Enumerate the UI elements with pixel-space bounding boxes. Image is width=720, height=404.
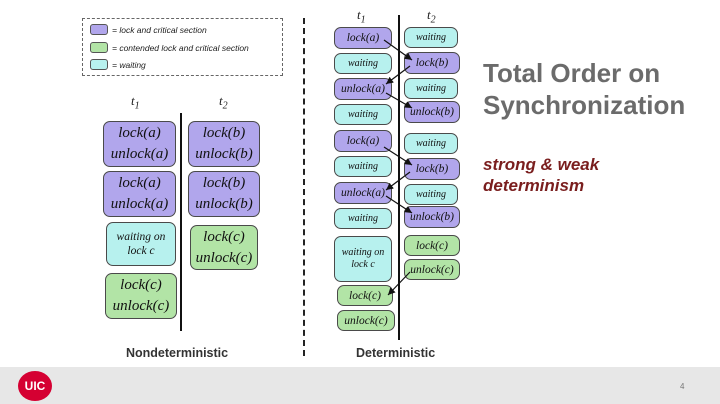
box-line: waiting on xyxy=(116,231,166,243)
nondet-t2-box: lock(b) unlock(b) xyxy=(188,121,260,167)
box-line: unlock(a) xyxy=(110,146,169,162)
slide-subtitle: strong & weak determinism xyxy=(483,154,599,196)
det-t1-box: waiting on lock c xyxy=(334,236,392,282)
arrow-unlock-a-to-unlock-b xyxy=(385,92,413,109)
box-line: lock(b) xyxy=(202,125,246,141)
det-t1-label: t1 xyxy=(357,7,366,26)
det-t1-box: lock(a) xyxy=(334,130,392,152)
slide-subtitle-line-2: determinism xyxy=(483,176,585,195)
det-t1-box: waiting xyxy=(334,156,392,177)
slide-title-line-2: Synchronization xyxy=(483,90,686,120)
page-number: 4 xyxy=(680,382,685,391)
det-t2-box: lock(b) xyxy=(404,52,460,74)
nondet-t1-box: lock(a) unlock(a) xyxy=(103,171,176,217)
legend-label-lock: = lock and critical section xyxy=(112,24,207,35)
legend-swatch-lock xyxy=(90,24,108,35)
arrow-lock-a-to-lock-b-2 xyxy=(383,146,413,166)
box-line: lock(b) xyxy=(202,175,246,191)
legend-label-contended: = contended lock and critical section xyxy=(112,42,249,53)
box-line: lock(a) xyxy=(118,125,161,141)
det-t2-box: waiting xyxy=(404,133,458,154)
det-t1-box: waiting xyxy=(334,53,392,74)
arrow-lock-a-to-lock-b xyxy=(383,39,413,61)
det-t2-box: waiting xyxy=(404,184,458,205)
box-line: lock(c) xyxy=(120,277,162,293)
det-t2-box: lock(c) xyxy=(404,235,460,256)
legend: = lock and critical section = contended … xyxy=(82,18,283,76)
det-t2-box: waiting xyxy=(404,78,458,99)
nondet-t2-label: t2 xyxy=(219,93,228,112)
arrow-lock-b-to-unlock-a xyxy=(385,65,411,85)
arrow-lock-b-to-unlock-a-2 xyxy=(385,171,411,191)
nondet-thread-divider xyxy=(180,113,182,331)
nondet-t2-box: lock(c) unlock(c) xyxy=(190,225,258,270)
footer-bar xyxy=(0,367,720,404)
det-t2-box: waiting xyxy=(404,27,458,48)
legend-row-waiting: = waiting xyxy=(90,59,146,70)
det-t2-box: lock(b) xyxy=(404,158,460,180)
det-t1-box: unlock(a) xyxy=(334,78,392,100)
slide-title-line-1: Total Order on xyxy=(483,58,661,88)
box-line: lock(a) xyxy=(118,175,161,191)
box-line: unlock(b) xyxy=(195,146,253,162)
box-line: unlock(b) xyxy=(195,196,253,212)
arrow-unlock-a-to-unlock-b-2 xyxy=(385,195,413,214)
nondet-t1-box: waiting on lock c xyxy=(106,222,176,266)
box-line: unlock(c) xyxy=(195,249,253,266)
section-separator xyxy=(303,18,305,356)
det-t1-box: unlock(a) xyxy=(334,182,392,204)
box-line: lock(c) xyxy=(203,228,245,245)
slide-title: Total Order on Synchronization xyxy=(483,57,685,121)
nondet-t2-box: lock(b) unlock(b) xyxy=(188,171,260,217)
det-t2-box: unlock(b) xyxy=(404,101,460,123)
nondet-t1-label: t1 xyxy=(131,93,140,112)
legend-swatch-waiting xyxy=(90,59,108,70)
legend-swatch-contended xyxy=(90,42,108,53)
box-line: unlock(a) xyxy=(110,196,169,212)
nondet-t1-box: lock(c) unlock(c) xyxy=(105,273,177,319)
nondet-t1-box: lock(a) unlock(a) xyxy=(103,121,176,167)
det-t1-box: lock(a) xyxy=(334,27,392,49)
det-thread-divider xyxy=(398,15,400,340)
legend-row-lock: = lock and critical section xyxy=(90,24,207,35)
det-t1-box: waiting xyxy=(334,208,392,229)
legend-row-contended: = contended lock and critical section xyxy=(90,42,249,53)
det-t2-label: t2 xyxy=(427,7,436,26)
arrow-unlock-c-to-lock-c xyxy=(387,271,411,296)
det-t2-box: unlock(c) xyxy=(404,259,460,280)
nondet-caption: Nondeterministic xyxy=(126,346,229,360)
box-line: unlock(c) xyxy=(112,298,170,314)
det-t1-box: waiting xyxy=(334,104,392,125)
uic-logo: UIC xyxy=(18,371,52,401)
det-t1-box: unlock(c) xyxy=(337,310,395,331)
det-caption: Deterministic xyxy=(356,346,436,360)
legend-label-waiting: = waiting xyxy=(112,59,146,70)
box-line: lock c xyxy=(127,245,155,257)
det-t2-box: unlock(b) xyxy=(404,206,460,228)
det-t1-box: lock(c) xyxy=(337,285,393,306)
slide-subtitle-line-1: strong & weak xyxy=(483,155,600,174)
